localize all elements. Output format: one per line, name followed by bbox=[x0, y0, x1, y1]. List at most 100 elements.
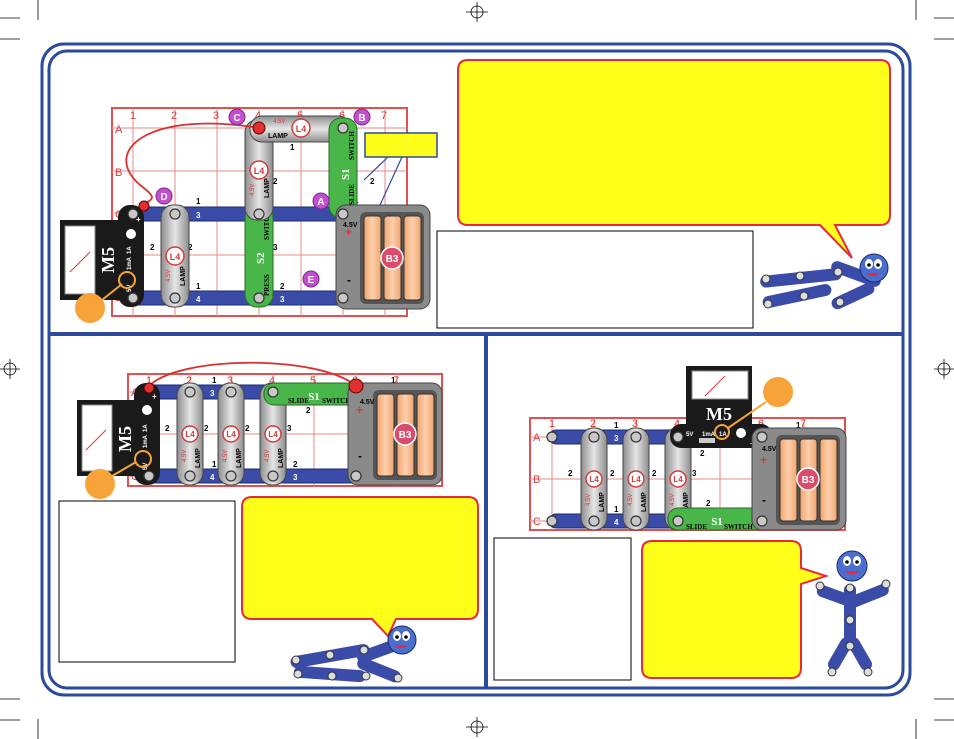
orange-marker bbox=[75, 293, 105, 323]
press-switch-s2: S2 PRESS SWITCH bbox=[244, 204, 274, 308]
snap-number: 2 bbox=[204, 424, 209, 433]
minus-sign: - bbox=[762, 493, 766, 507]
row-label: A bbox=[115, 124, 123, 136]
marker-b: B bbox=[358, 113, 365, 124]
col-label: 4 bbox=[674, 418, 680, 430]
snap-number: 3 bbox=[614, 434, 619, 443]
lamp-text: LAMP bbox=[195, 448, 202, 468]
minus-sign: - bbox=[347, 273, 351, 287]
slide-switch-s1: S1 SLIDE SWITCH bbox=[667, 507, 769, 531]
row-label: B bbox=[115, 167, 122, 179]
slide-switch-s1: S1 SLIDE SWITCH bbox=[328, 117, 358, 219]
panel-bottom-left: 1 2 3 4 5 6 7 A B C 3 4 3 1 1 2 2 2 2 3 … bbox=[58, 361, 479, 683]
lamp-l4: L4 LAMP 4.5V bbox=[176, 382, 204, 486]
col-label: 4 bbox=[255, 110, 261, 122]
col-label: 4 bbox=[269, 375, 275, 387]
point-markers: C B A D E bbox=[155, 108, 371, 288]
note-box bbox=[364, 132, 438, 158]
snap-number: 1 bbox=[196, 282, 201, 291]
switch-label: S1 bbox=[308, 391, 320, 403]
lamp-label: L4 bbox=[254, 166, 265, 176]
lamp-text: LAMP bbox=[599, 492, 606, 512]
press-text: PRESS bbox=[263, 274, 271, 296]
snap-contacts bbox=[546, 431, 768, 527]
plus-sign: + bbox=[152, 392, 157, 401]
meter-range: 1mA bbox=[127, 256, 133, 270]
snap-number: 2 bbox=[700, 449, 705, 458]
snap-number: 4 bbox=[210, 473, 215, 482]
minus-sign: - bbox=[358, 449, 362, 463]
col-label: 6 bbox=[339, 110, 345, 122]
switch-text: SWITCH bbox=[348, 131, 356, 160]
lamp-l4: L4 LAMP 4.5V bbox=[580, 427, 608, 531]
snappy-figure bbox=[290, 625, 417, 683]
lamp-label: L4 bbox=[296, 124, 307, 134]
jumper-end bbox=[348, 378, 364, 394]
snap-number: 2 bbox=[568, 469, 573, 478]
meter-range: 1A bbox=[127, 246, 133, 254]
lamp-text: LAMP bbox=[268, 133, 288, 140]
red-jumper-wire bbox=[148, 361, 357, 387]
lamp-l4: L4 LAMP 4.5V bbox=[622, 427, 650, 531]
snap-number: 2 bbox=[273, 177, 278, 186]
snap-number: 2 bbox=[188, 243, 193, 252]
plus-sign: + bbox=[760, 453, 767, 467]
text-box bbox=[58, 500, 236, 663]
meter-label: M5 bbox=[98, 247, 118, 273]
speech-callout bbox=[641, 540, 830, 679]
battery-label: B3 bbox=[399, 430, 412, 441]
marker-c: C bbox=[233, 113, 240, 124]
meter-m5: M5 5V 1mA 1A + bbox=[77, 383, 160, 485]
voltage-label: 4.5V bbox=[166, 270, 172, 282]
snap-number: 4 bbox=[614, 518, 619, 527]
col-label: 2 bbox=[171, 110, 177, 122]
snappy-figure bbox=[815, 550, 891, 677]
orange-marker bbox=[85, 469, 115, 499]
lamp-label: L4 bbox=[268, 430, 278, 439]
meter-m5: M5 5V 1mA 1A + bbox=[60, 205, 144, 307]
snap-number: 2 bbox=[306, 406, 311, 415]
lamp-text: LAMP bbox=[278, 448, 285, 468]
snap-number: 1 bbox=[290, 143, 295, 152]
snap-number: 1 bbox=[614, 505, 619, 514]
lamp-label: L4 bbox=[673, 475, 683, 484]
meter-m5: M5 5V 1mA 1A + bbox=[670, 366, 772, 448]
red-jumper-wire bbox=[125, 122, 260, 206]
lamp-text: LAMP bbox=[180, 266, 187, 286]
snap-number: 1 bbox=[614, 421, 619, 430]
switch-text: SWITCH bbox=[724, 523, 753, 531]
col-label: 7 bbox=[381, 110, 387, 122]
meter-range: 5V bbox=[686, 432, 693, 438]
row-label: C bbox=[533, 516, 541, 528]
snap-number: 3 bbox=[196, 211, 201, 220]
snap-number: 2 bbox=[293, 460, 298, 469]
speech-callout bbox=[241, 496, 479, 638]
snap-number: 3 bbox=[692, 469, 697, 478]
snap-number: 2 bbox=[245, 424, 250, 433]
row-label: A bbox=[533, 432, 541, 444]
voltage-label: 4.5V bbox=[628, 494, 634, 506]
switch-label: S1 bbox=[711, 516, 723, 528]
meter-label: M5 bbox=[706, 404, 732, 424]
marker-e: E bbox=[308, 275, 315, 286]
meter-range: 1A bbox=[719, 432, 727, 438]
battery-label: B3 bbox=[386, 254, 399, 265]
snap-number: 3 bbox=[210, 389, 215, 398]
marker-a: A bbox=[317, 197, 324, 208]
voltage-label: 4.5V bbox=[250, 184, 256, 196]
row-label: B bbox=[533, 474, 540, 486]
slide-text: SLIDE bbox=[288, 397, 309, 405]
snap-number: 2 bbox=[706, 499, 711, 508]
battery-b3: B3 + - 4.5V bbox=[751, 427, 847, 531]
snap-number: 2 bbox=[280, 282, 285, 291]
snap-number: 1 bbox=[796, 421, 801, 430]
meter-range: 1mA bbox=[143, 434, 149, 448]
lamp-label: L4 bbox=[589, 475, 599, 484]
jumper-end bbox=[143, 382, 155, 394]
battery-b3: B3 + - 4.5V bbox=[335, 204, 431, 310]
panel-bottom-right: 1 2 3 4 5 6 7 A B C 3 4 1 1 2 2 2 3 2 2 … bbox=[493, 366, 891, 681]
lamp-label: L4 bbox=[170, 252, 181, 262]
lamp-l4: L4 LAMP 4.5V bbox=[160, 204, 190, 308]
text-box bbox=[493, 537, 632, 681]
